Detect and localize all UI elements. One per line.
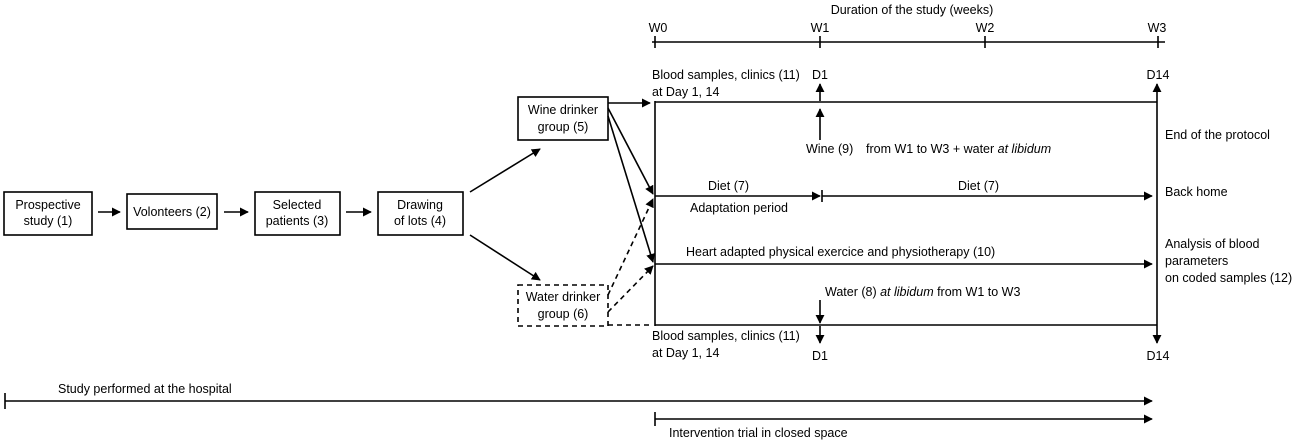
- d14-top-label: D14: [1147, 68, 1170, 82]
- arrow-wine-to-diet: [607, 107, 654, 195]
- box-selected-patients: [254, 191, 341, 236]
- wine-period: from W1 to W3 + water at libidum: [866, 142, 1051, 156]
- box-prospective-study: [3, 191, 93, 236]
- analysis-line1: Analysis of blood: [1165, 237, 1260, 251]
- timeline: Duration of the study (weeks) W0 W1 W2 W…: [649, 3, 1167, 48]
- water-label-suffix: from W1 to W3: [934, 285, 1021, 299]
- intervention-frame: [654, 101, 1157, 326]
- week-label-w3: W3: [1148, 21, 1167, 35]
- exercise-label: Heart adapted physical exercice and phys…: [686, 245, 995, 259]
- back-home-label: Back home: [1165, 185, 1228, 199]
- water-group-line1: Water drinker: [526, 290, 601, 304]
- blood-top-line2: at Day 1, 14: [652, 85, 719, 99]
- box-selected-patients-line1: Selected: [273, 198, 322, 212]
- wine-period-italic: at libidum: [998, 142, 1052, 156]
- group-to-trial-arrows: [607, 98, 655, 326]
- hospital-span-label: Study performed at the hospital: [58, 382, 232, 396]
- box-volunteers-label: Volonteers (2): [133, 205, 211, 219]
- wine-group-line2: group (5): [538, 120, 589, 134]
- end-of-protocol-label: End of the protocol: [1165, 128, 1270, 142]
- water-label-text: Water (8): [825, 285, 880, 299]
- arrow-to-water-group: [469, 234, 541, 281]
- outcomes: End of the protocol Back home Analysis o…: [1165, 128, 1292, 285]
- blood-top-line1: Blood samples, clinics (11): [652, 68, 800, 82]
- wine-label: Wine (9): [806, 142, 853, 156]
- box-drawing-of-lots: [377, 191, 464, 236]
- box-drawing-of-lots-line2: of lots (4): [394, 214, 446, 228]
- week-label-w0: W0: [649, 21, 668, 35]
- diet-label-2: Diet (7): [958, 179, 999, 193]
- enrollment-flow: Prospective study (1) Volonteers (2) Sel…: [3, 96, 609, 327]
- arrow-water-to-diet: [607, 198, 654, 296]
- arrow-to-wine-group: [469, 148, 541, 193]
- blood-bottom-line1: Blood samples, clinics (11): [652, 329, 800, 343]
- blood-bottom-line2: at Day 1, 14: [652, 346, 719, 360]
- timeline-title: Duration of the study (weeks): [831, 3, 994, 17]
- study-spans: Study performed at the hospital Interven…: [4, 382, 1153, 440]
- wine-period-text: from W1 to W3 + water: [866, 142, 998, 156]
- box-prospective-study-line2: study (1): [24, 214, 73, 228]
- week-label-w2: W2: [976, 21, 995, 35]
- analysis-line2: parameters: [1165, 254, 1228, 268]
- box-volunteers: [126, 193, 218, 230]
- box-selected-patients-line2: patients (3): [266, 214, 329, 228]
- water-group-line2: group (6): [538, 307, 589, 321]
- box-drawing-of-lots-line1: Drawing: [397, 198, 443, 212]
- wine-group-line1: Wine drinker: [528, 103, 598, 117]
- box-prospective-study-line1: Prospective: [15, 198, 80, 212]
- water-label: Water (8) at libidum from W1 to W3: [825, 285, 1020, 299]
- box-water-drinker-group: [517, 284, 609, 327]
- arrow-water-to-exercise: [607, 265, 654, 313]
- closed-space-span-label: Intervention trial in closed space: [669, 426, 848, 440]
- water-label-italic: at libidum: [880, 285, 934, 299]
- d1-top-label: D1: [812, 68, 828, 82]
- week-label-w1: W1: [811, 21, 830, 35]
- d1-bottom-label: D1: [812, 349, 828, 363]
- adaptation-label: Adaptation period: [690, 201, 788, 215]
- diet-label-1: Diet (7): [708, 179, 749, 193]
- analysis-line3: on coded samples (12): [1165, 271, 1292, 285]
- d14-bottom-label: D14: [1147, 349, 1170, 363]
- arrow-wine-to-exercise: [607, 115, 655, 263]
